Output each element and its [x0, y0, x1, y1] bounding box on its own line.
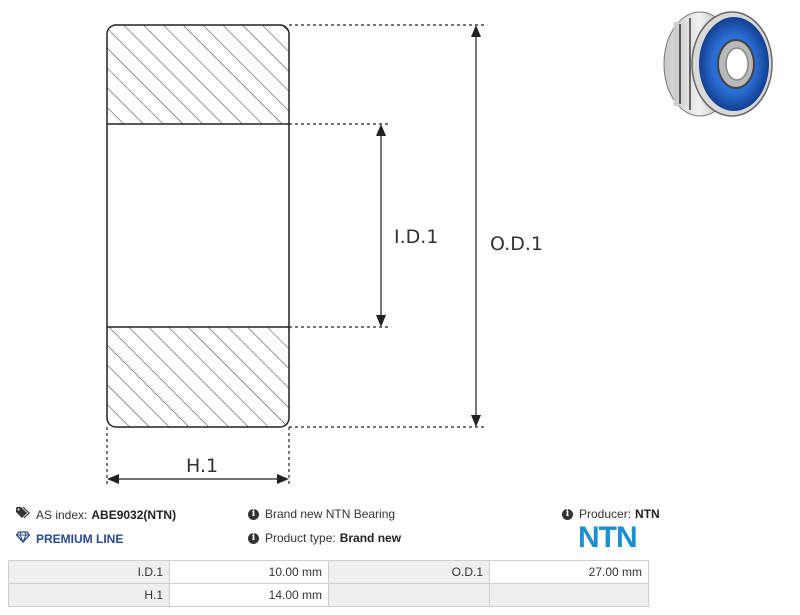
- table-row: I.D.1 10.00 mm O.D.1 27.00 mm: [8, 560, 649, 584]
- spec-value: 10.00 mm: [169, 560, 329, 584]
- spec-empty-cell: [489, 583, 649, 607]
- product-type: i Product type: Brand new: [248, 531, 401, 545]
- h-dimension: [106, 427, 290, 485]
- as-index: AS index: ABE9032(NTN): [16, 506, 177, 522]
- h-label: H.1: [186, 455, 218, 477]
- premium-line-badge: PREMIUM LINE: [15, 531, 124, 546]
- spec-label: O.D.1: [328, 560, 490, 584]
- as-index-label: AS index:: [36, 507, 88, 522]
- table-row: H.1 14.00 mm: [8, 583, 649, 607]
- premium-line-label: PREMIUM LINE: [36, 531, 124, 546]
- brand-note-text: Brand new NTN Bearing: [265, 507, 396, 521]
- producer-value: NTN: [635, 507, 660, 521]
- tag-icon: [16, 506, 30, 522]
- spec-label: H.1: [8, 583, 170, 607]
- od-label: O.D.1: [490, 233, 543, 255]
- diamond-icon: [15, 531, 31, 546]
- product-type-value: Brand new: [339, 531, 402, 545]
- producer: i Producer: NTN: [562, 507, 660, 521]
- upper-ring-section: [107, 25, 289, 124]
- producer-label: Producer:: [579, 507, 632, 521]
- info-icon: i: [248, 532, 259, 544]
- lower-ring-section: [107, 327, 289, 427]
- ntn-logo: NTN: [578, 521, 638, 554]
- info-icon: i: [248, 508, 259, 520]
- id-dimension: [289, 123, 390, 328]
- info-icon: i: [562, 508, 573, 520]
- bearing-outline: [106, 24, 290, 428]
- bearing-photo: [663, 11, 773, 117]
- od-dimension: [289, 24, 485, 428]
- bearing-cross-section-diagram: O.D.1 I.D.1 H.1: [106, 24, 543, 485]
- spec-value: 27.00 mm: [489, 560, 649, 584]
- product-type-label: Product type:: [265, 531, 336, 545]
- spec-table: I.D.1 10.00 mm O.D.1 27.00 mm H.1 14.00 …: [8, 560, 649, 607]
- id-label: I.D.1: [394, 226, 438, 248]
- spec-label: I.D.1: [8, 560, 170, 584]
- spec-value: 14.00 mm: [169, 583, 329, 607]
- spec-empty-cell: [328, 583, 490, 607]
- brand-note: i Brand new NTN Bearing: [248, 507, 395, 521]
- as-index-value: ABE9032(NTN): [91, 507, 177, 522]
